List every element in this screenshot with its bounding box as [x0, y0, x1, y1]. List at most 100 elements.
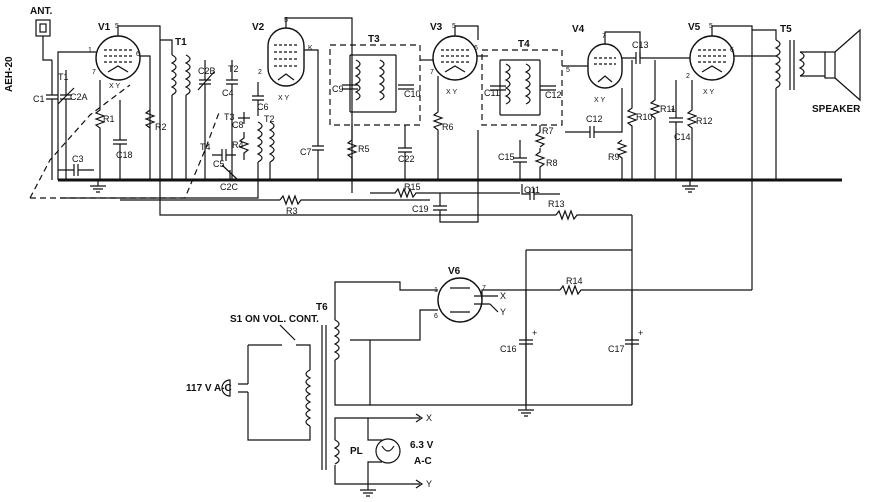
s1-label: S1 ON VOL. CONT. [230, 314, 319, 325]
v4-pin-7: 7 [602, 33, 606, 40]
capacitor-c3: C3 [58, 154, 94, 176]
gang-dashed-line [29, 84, 221, 199]
v3-pin-5: 5 [452, 23, 456, 30]
speaker-label: SPEAKER [812, 104, 861, 115]
t2-label: T2 [264, 114, 275, 124]
v3-pin-7: 7 [430, 69, 434, 76]
r7-label: R7 [542, 126, 554, 136]
c8-label: C7 [300, 147, 312, 157]
capacitor-c17: C15 [498, 140, 527, 180]
tube-v6: V6 1 7 6 X Y [434, 266, 506, 323]
tube-v3: V3 5 6 7 X Y [430, 22, 478, 96]
resistor-r2: R2 [144, 109, 167, 132]
v1-xy: X Y [109, 83, 120, 90]
capacitor-c8: C7 [300, 120, 324, 180]
c2b-label: C2B [198, 66, 216, 76]
t1-label: T1 [175, 37, 187, 48]
v4-xy: X Y [594, 97, 605, 104]
v2-label: V2 [252, 22, 265, 33]
v5-pin-5: 5 [709, 23, 713, 30]
transformer-t4: T4 C11 C12 [481, 39, 563, 126]
capacitor-c22: C22 [398, 125, 415, 180]
v1-pin-5: 5 [115, 23, 119, 30]
transformer-t2: T2 [256, 114, 275, 163]
switch-s1: S1 ON VOL. CONT. [230, 314, 319, 370]
capacitor-c19: + C17 [608, 290, 643, 405]
resistor-r4: R4 [232, 132, 250, 160]
v5-xy: X Y [703, 89, 714, 96]
c6-label: C6 [257, 102, 269, 112]
capacitor-c15: C13 [622, 40, 700, 64]
tube-v5: V5 5 6 2 X Y [686, 22, 735, 96]
resistor-r1: R1 [94, 80, 115, 180]
v1-pin-6: 6 [136, 51, 140, 58]
v1-label: V1 [98, 22, 111, 33]
v5-pin-6: 6 [730, 47, 734, 54]
c18-label: C16 [500, 344, 517, 354]
v6-y: Y [500, 307, 506, 317]
capacitor-c16: + C14 [669, 80, 691, 180]
c10-label: C10 [404, 89, 421, 99]
transformer-t5: T5 [752, 24, 825, 180]
resistor-r14: R14 [559, 276, 752, 296]
c15-label: C13 [632, 40, 649, 50]
transformer-t1: T1 [160, 37, 191, 180]
r8-label: R8 [546, 158, 558, 168]
c20-label: C18 [116, 150, 133, 160]
resistor-r3: R3 [279, 194, 430, 216]
resistor-r15: R15 [370, 182, 520, 199]
power-label: 117 V A-C [186, 383, 232, 394]
r1-label: R1 [103, 114, 115, 124]
v1-pin-7: 7 [92, 69, 96, 76]
r10-label: R10 [636, 112, 653, 122]
r9-label: R9 [608, 152, 620, 162]
r5-label: R5 [358, 144, 370, 154]
resistor-r10: R10 [626, 60, 653, 180]
r2-label: R2 [155, 122, 167, 132]
c13-label: C11 [524, 185, 540, 195]
c2c-label: C2C [220, 182, 239, 192]
r11-label: R11 [660, 104, 676, 114]
resistor-r12: R12 [686, 80, 713, 180]
c12-label: C12 [545, 90, 562, 100]
resistor-r6: R6 [432, 76, 454, 180]
v4-pin-5: 5 [566, 67, 570, 74]
c5-label: C5 [213, 159, 225, 169]
v4-label: V4 [572, 24, 585, 35]
v3-pin-6: 6 [474, 45, 478, 52]
heater-circuit: X Y PL 6.3 V A-C [334, 413, 434, 489]
power-plug: 117 V A-C [186, 345, 311, 441]
c4-label: C4 [222, 88, 234, 98]
capacitor-c2a: C2A T1 [57, 70, 88, 180]
t4-label: T4 [518, 39, 530, 50]
heater-volt-label: 6.3 V [410, 440, 434, 451]
c22-label: C22 [398, 154, 415, 164]
c17-label: C15 [498, 152, 515, 162]
ground-symbol-1 [90, 180, 106, 193]
capacitor-c14: C12 [565, 88, 623, 138]
capacitor-c6: C6 [252, 82, 269, 116]
ground-symbol-3 [518, 405, 534, 417]
c7-label: C8 [232, 120, 244, 130]
v5-label: V5 [688, 22, 701, 33]
tube-v2: V2 5 K 2 X Y [252, 17, 313, 102]
capacitor-c4: C4 T2 [222, 60, 239, 110]
c16-plus: + [670, 105, 675, 115]
tube-v4: V4 7 5 X Y [566, 24, 623, 104]
speaker: SPEAKER [812, 28, 861, 115]
r4-label: R4 [232, 140, 244, 150]
c11-label: C11 [484, 88, 500, 98]
c1-label: C1 [33, 94, 45, 104]
resistor-r9: R9 [608, 139, 628, 180]
capacitor-c2c: C2C [220, 164, 239, 192]
c19-label: C17 [608, 344, 625, 354]
c19-plus: + [638, 328, 643, 338]
tube-v1: V1 5 1 6 7 X Y [88, 22, 141, 90]
c16-label: C14 [674, 132, 691, 142]
capacitor-c18: + C16 [500, 290, 537, 405]
v1-pin-1: 1 [88, 47, 92, 54]
v2-xy: X Y [278, 95, 289, 102]
bplus-line-1 [159, 70, 556, 216]
heater-ac-label: A-C [414, 456, 432, 467]
